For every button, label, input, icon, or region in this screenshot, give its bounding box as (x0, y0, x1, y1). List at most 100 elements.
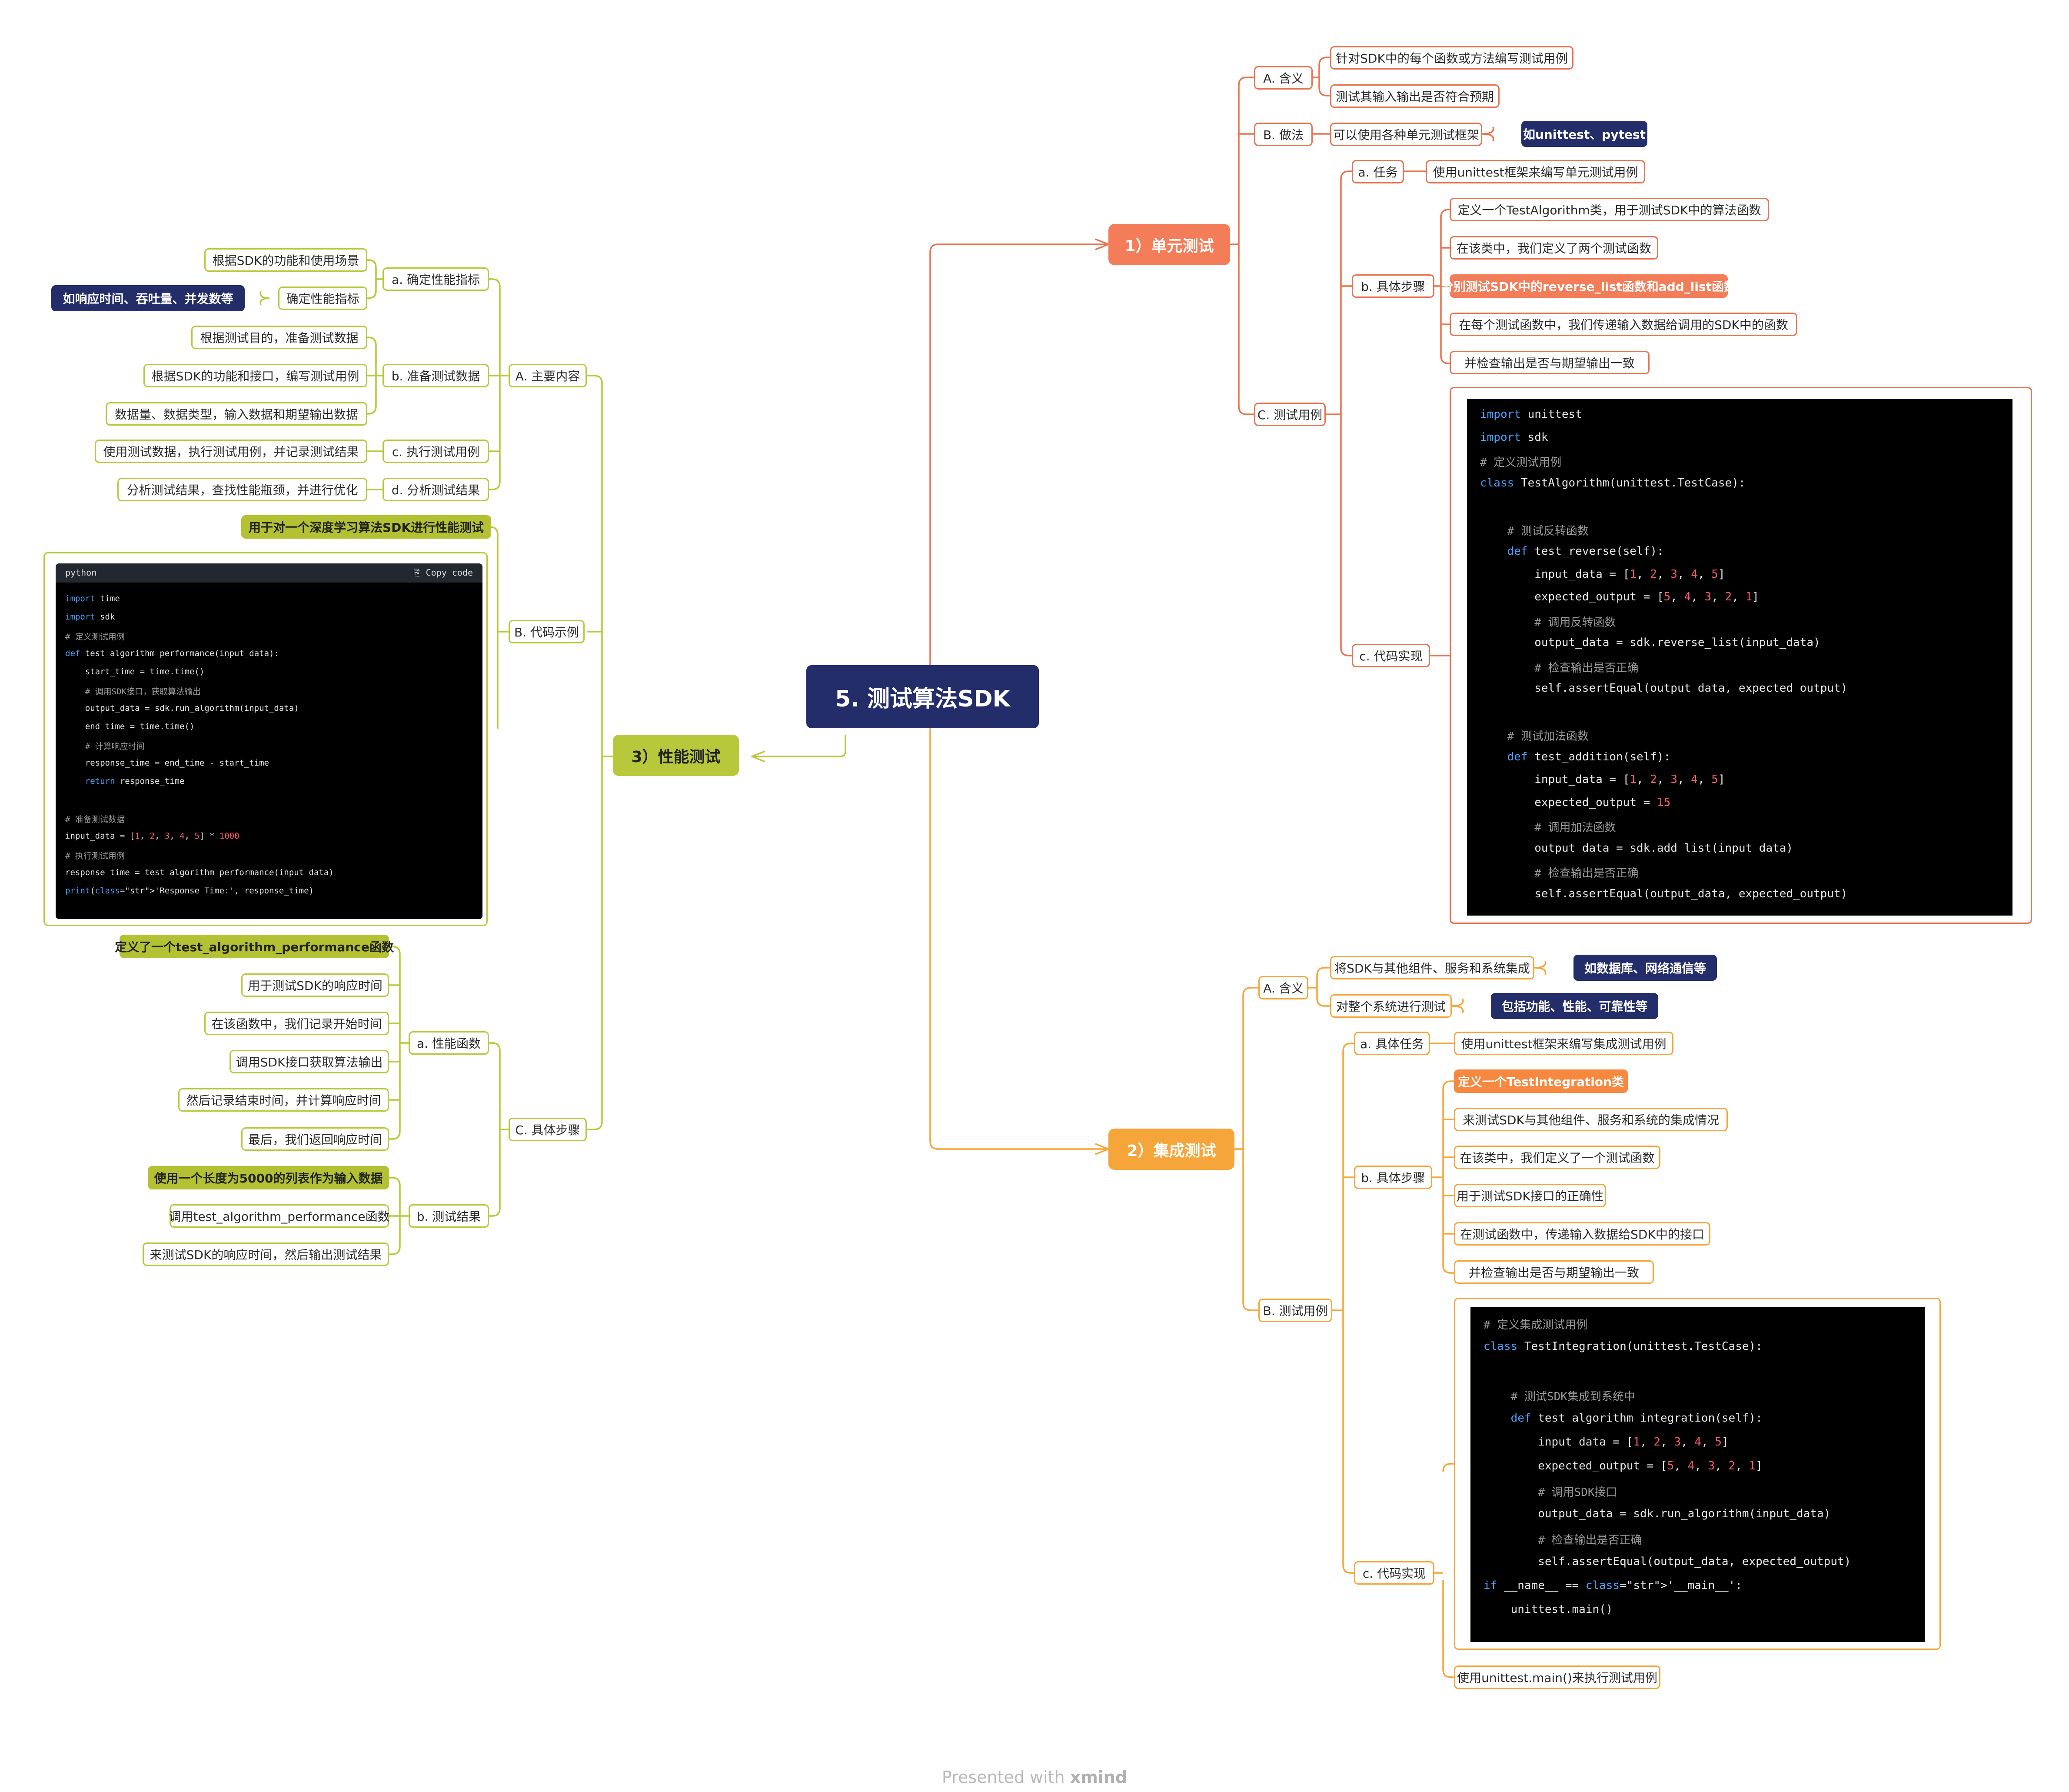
code-line: import sdk (1480, 430, 1548, 444)
unit-step-1[interactable]: 定义一个TestAlgorithm类，用于测试SDK中的算法函数 (1450, 198, 1769, 221)
code-line: input_data = [1, 2, 3, 4, 5] (1480, 773, 1725, 786)
perf-func-1[interactable]: 定义了一个test_algorithm_performance函数 (115, 935, 394, 958)
unit-method[interactable]: B. 做法 (1254, 123, 1313, 146)
perf-run-cases-1[interactable]: 使用测试数据，执行测试用例，并记录测试结果 (95, 440, 367, 463)
unit-step-3[interactable]: 分别测试SDK中的reverse_list函数和add_list函数 (1441, 274, 1736, 298)
integ-task[interactable]: a. 具体任务 (1354, 1032, 1430, 1055)
unit-task-1[interactable]: 使用unittest框架来编写单元测试用例 (1426, 160, 1645, 183)
unit-meaning-2[interactable]: 测试其输入输出是否符合预期 (1330, 84, 1500, 108)
integ-meaning-1-note[interactable]: 如数据库、网络通信等 (1573, 955, 1717, 981)
code-line: # 调用加法函数 (1480, 821, 1616, 834)
code-line: input_data = [1, 2, 3, 4, 5] (1484, 1436, 1729, 1449)
footer-brand: xmind (1070, 1768, 1128, 1787)
code-line: def test_algorithm_performance(input_dat… (65, 649, 279, 658)
perf-define-metrics-1[interactable]: 根据SDK的功能和使用场景 (204, 248, 367, 272)
code-line: expected_output = 15 (1480, 796, 1671, 809)
perf-code-example[interactable]: B. 代码示例 (509, 620, 585, 643)
branch-integration-test[interactable]: 2）集成测试 (1108, 1129, 1234, 1170)
perf-func-6[interactable]: 最后，我们返回响应时间 (241, 1127, 389, 1151)
perf-analyze[interactable]: d. 分析测试结果 (383, 478, 489, 501)
perf-prepare-data-1[interactable]: 根据测试目的，准备测试数据 (191, 326, 367, 349)
code-line: output_data = sdk.add_list(input_data) (1480, 841, 1793, 855)
integ-step-4[interactable]: 用于测试SDK接口的正确性 (1454, 1184, 1606, 1207)
code-line: return response_time (85, 776, 185, 786)
copy-code-label: Copy code (426, 567, 473, 578)
integ-step-5[interactable]: 在测试函数中，传递输入数据给SDK中的接口 (1454, 1222, 1710, 1246)
perf-result-3[interactable]: 来测试SDK的响应时间，然后输出测试结果 (143, 1242, 389, 1266)
code-line: # 定义集成测试用例 (1484, 1319, 1588, 1332)
unit-step-2[interactable]: 在该类中，我们定义了两个测试函数 (1450, 236, 1658, 260)
perf-result-1[interactable]: 使用一个长度为5000的列表作为输入数据 (148, 1166, 389, 1189)
code-line: # 检查输出是否正确 (1484, 1534, 1642, 1547)
code-line: response_time = end_time - start_time (65, 758, 269, 768)
footer-credit: Presented with xmind (0, 1768, 2069, 1787)
code-line: # 定义测试用例 (1480, 456, 1562, 469)
perf-func-2[interactable]: 用于测试SDK的响应时间 (241, 973, 389, 997)
code-line: response_time = test_algorithm_performan… (65, 868, 334, 877)
branch-performance-test[interactable]: 3）性能测试 (613, 735, 739, 776)
perf-prepare-data[interactable]: b. 准备测试数据 (383, 364, 489, 387)
perf-analyze-1[interactable]: 分析测试结果，查找性能瓶颈，并进行优化 (117, 478, 367, 501)
integ-step-3[interactable]: 在该类中，我们定义了一个测试函数 (1454, 1146, 1660, 1169)
unit-test-case[interactable]: C. 测试用例 (1254, 403, 1326, 426)
perf-prepare-data-3[interactable]: 数据量、数据类型，输入数据和期望输出数据 (106, 402, 367, 426)
integ-steps[interactable]: b. 具体步骤 (1354, 1166, 1432, 1189)
perf-code-note[interactable]: 用于对一个深度学习算法SDK进行性能测试 (241, 515, 491, 539)
code-line: print(class="str">'Response Time:', resp… (65, 886, 314, 896)
unit-step-4[interactable]: 在每个测试函数中，我们传递输入数据给调用的SDK中的函数 (1450, 313, 1797, 336)
code-line: self.assertEqual(output_data, expected_o… (1480, 682, 1848, 695)
integ-step-1[interactable]: 定义一个TestIntegration类 (1454, 1069, 1628, 1093)
integ-meaning-1[interactable]: 将SDK与其他组件、服务和系统集成 (1330, 956, 1534, 979)
code-line: # 调用反转函数 (1480, 616, 1616, 629)
integ-test-case[interactable]: B. 测试用例 (1258, 1299, 1332, 1322)
integ-task-1[interactable]: 使用unittest框架来编写集成测试用例 (1454, 1032, 1673, 1055)
unit-task[interactable]: a. 任务 (1352, 160, 1404, 183)
code-line: output_data = sdk.run_algorithm(input_da… (1484, 1507, 1831, 1520)
unit-code-impl[interactable]: c. 代码实现 (1352, 644, 1430, 667)
perf-define-metrics[interactable]: a. 确定性能指标 (383, 267, 489, 291)
code-line: # 调用SDK接口 (1484, 1486, 1617, 1499)
code-line: # 检查输出是否正确 (1480, 661, 1639, 675)
code-line: # 调用SDK接口，获取算法输出 (65, 687, 201, 696)
perf-result[interactable]: b. 测试结果 (409, 1204, 489, 1228)
perf-func-5[interactable]: 然后记录结束时间，并计算响应时间 (178, 1088, 389, 1112)
code-line: # 执行测试用例 (65, 851, 125, 861)
code-line: # 测试反转函数 (1480, 524, 1589, 538)
perf-main-content[interactable]: A. 主要内容 (509, 364, 587, 387)
code-line: expected_output = [5, 4, 3, 2, 1] (1484, 1459, 1763, 1472)
code-line: class TestAlgorithm(unittest.TestCase): (1480, 476, 1746, 490)
integ-code-note[interactable]: 使用unittest.main()来执行测试用例 (1454, 1665, 1660, 1689)
code-line: input_data = [1, 2, 3, 4, 5] * 1000 (65, 831, 239, 841)
code-line: start_time = time.time() (65, 667, 205, 676)
unit-method-note[interactable]: 如unittest、pytest (1521, 121, 1647, 147)
unit-steps[interactable]: b. 具体步骤 (1352, 274, 1434, 298)
perf-metrics-note[interactable]: 如响应时间、吞吐量、并发数等 (51, 285, 245, 311)
code-language-label: python (65, 567, 97, 578)
integ-meaning[interactable]: A. 含义 (1258, 976, 1308, 999)
unit-meaning-1[interactable]: 针对SDK中的每个函数或方法编写测试用例 (1330, 46, 1573, 70)
integ-meaning-2-note[interactable]: 包括功能、性能、可靠性等 (1491, 993, 1658, 1019)
perf-result-2[interactable]: 调用test_algorithm_performance函数 (169, 1204, 390, 1228)
integ-code-block: # 定义集成测试用例 class TestIntegration(unittest… (1470, 1307, 1925, 1642)
unit-meaning[interactable]: A. 含义 (1254, 66, 1313, 90)
integ-step-2[interactable]: 来测试SDK与其他组件、服务和系统的集成情况 (1454, 1108, 1728, 1131)
code-line: # 测试SDK集成到系统中 (1484, 1390, 1635, 1403)
unit-method-1[interactable]: 可以使用各种单元测试框架 (1330, 123, 1482, 146)
code-line: # 检查输出是否正确 (1480, 867, 1639, 880)
copy-code-button[interactable]: ⎘ Copy code (413, 567, 473, 578)
perf-func[interactable]: a. 性能函数 (409, 1031, 489, 1055)
perf-func-3[interactable]: 在该函数中，我们记录开始时间 (204, 1012, 389, 1035)
perf-func-4[interactable]: 调用SDK接口获取算法输出 (230, 1050, 389, 1073)
integ-code-impl[interactable]: c. 代码实现 (1354, 1561, 1434, 1585)
perf-steps[interactable]: C. 具体步骤 (509, 1118, 587, 1141)
perf-define-metrics-2[interactable]: 确定性能指标 (278, 286, 367, 310)
integ-meaning-2[interactable]: 对整个系统进行测试 (1330, 994, 1452, 1018)
perf-run-cases[interactable]: c. 执行测试用例 (383, 440, 489, 463)
code-line: class TestIntegration(unittest.TestCase)… (1484, 1340, 1763, 1353)
code-line: def test_reverse(self): (1507, 545, 1664, 558)
perf-prepare-data-2[interactable]: 根据SDK的功能和接口，编写测试用例 (143, 364, 367, 387)
integ-step-6[interactable]: 并检查输出是否与期望输出一致 (1454, 1260, 1654, 1284)
root-topic[interactable]: 5. 测试算法SDK (806, 665, 1039, 728)
branch-unit-test[interactable]: 1）单元测试 (1108, 224, 1230, 265)
unit-step-5[interactable]: 并检查输出是否与期望输出一致 (1450, 351, 1650, 374)
